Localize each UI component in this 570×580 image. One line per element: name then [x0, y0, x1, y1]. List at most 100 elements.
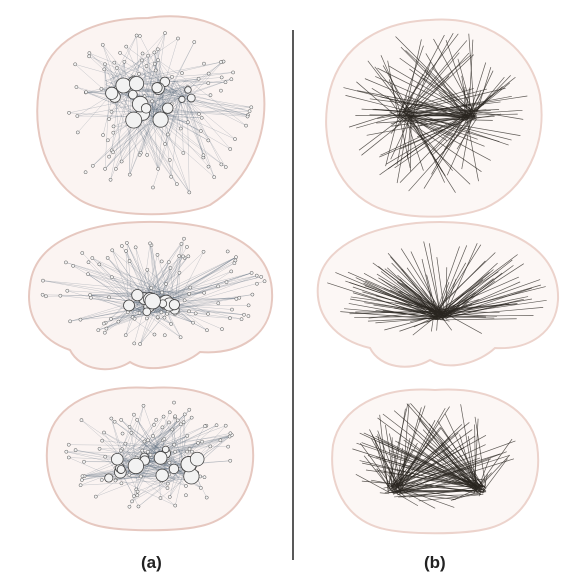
network-node — [113, 478, 118, 483]
network-edge — [402, 110, 491, 118]
network-node — [262, 279, 267, 284]
network-edge — [118, 310, 128, 322]
network-edge — [174, 90, 215, 178]
network-edge — [463, 76, 516, 118]
network-node — [155, 47, 160, 52]
network-edge — [434, 260, 486, 313]
network-node — [173, 503, 178, 508]
brain-outline — [316, 220, 560, 368]
network-node — [125, 241, 129, 245]
network-node — [127, 425, 132, 429]
network-edge — [461, 75, 469, 118]
network-edge — [137, 478, 177, 496]
network-node — [102, 330, 107, 335]
network-edge — [104, 80, 186, 170]
network-edge — [90, 294, 145, 312]
network-node — [110, 275, 114, 279]
network-edge — [105, 456, 115, 469]
network-edge — [136, 419, 174, 471]
network-edge — [119, 424, 181, 467]
network-node — [181, 420, 186, 425]
network-edge — [423, 112, 472, 189]
network-node — [136, 504, 141, 509]
network-edge — [465, 111, 479, 182]
network-edge — [442, 316, 495, 319]
network-edge — [129, 462, 170, 479]
network-node — [88, 293, 92, 297]
network-node — [108, 177, 113, 182]
network-node — [154, 417, 159, 422]
network-edge — [409, 101, 501, 114]
network-edge — [146, 420, 178, 452]
network-edge — [166, 425, 217, 470]
network-edge — [149, 243, 156, 304]
network-node — [158, 496, 163, 500]
network-edge — [85, 92, 143, 115]
network-edge — [137, 474, 177, 492]
network-edge — [81, 419, 142, 462]
network-edge — [171, 80, 231, 150]
network-edge — [395, 306, 435, 317]
network-edge — [115, 99, 166, 169]
network-edge — [104, 305, 141, 333]
network-edge — [121, 90, 185, 162]
network-edge — [92, 257, 159, 299]
network-node — [159, 310, 164, 315]
network-node — [120, 431, 125, 436]
network-edge — [390, 116, 412, 160]
network-node — [137, 311, 142, 315]
network-edge — [144, 115, 184, 154]
network-edge — [359, 432, 479, 489]
network-node — [127, 172, 132, 177]
network-edge — [87, 273, 145, 314]
network-edge — [469, 76, 505, 120]
network-edge — [151, 245, 162, 300]
network-edge — [182, 81, 226, 83]
network-node — [187, 291, 192, 296]
network-node — [225, 249, 230, 254]
network-edge — [174, 473, 183, 506]
network-edge — [169, 302, 242, 320]
network-edge — [172, 286, 219, 303]
network-edge — [116, 438, 165, 464]
network-node — [214, 423, 219, 428]
network-node — [124, 249, 128, 253]
network-node — [193, 311, 198, 316]
network-node — [87, 51, 92, 55]
network-node — [202, 290, 207, 295]
network-edge — [154, 417, 192, 451]
network-edge — [139, 88, 165, 156]
network-node — [223, 80, 228, 85]
hub-node — [104, 473, 114, 483]
network-edge — [124, 61, 163, 87]
network-edge — [136, 301, 140, 314]
network-node — [230, 307, 234, 312]
network-edge — [467, 436, 478, 491]
network-node — [191, 320, 195, 325]
network-node — [112, 60, 117, 65]
network-edge — [161, 89, 249, 116]
hub-node — [105, 86, 119, 100]
network-edge — [138, 300, 140, 313]
network-node — [99, 478, 104, 482]
network-edge — [408, 118, 474, 192]
network-edge — [401, 486, 445, 492]
network-node — [234, 297, 239, 301]
network-node — [150, 99, 154, 104]
network-node — [182, 412, 187, 417]
network-edge — [151, 85, 190, 102]
network-edge — [410, 112, 412, 172]
network-node — [86, 272, 90, 276]
network-node — [177, 270, 182, 275]
network-node — [66, 455, 71, 460]
network-edge — [383, 287, 445, 317]
network-node — [244, 123, 248, 128]
brain-outline — [325, 18, 543, 218]
network-node — [153, 68, 158, 73]
network-edge — [90, 290, 173, 296]
network-edge — [389, 429, 473, 490]
network-node — [165, 311, 169, 316]
network-edge — [162, 61, 222, 123]
network-edge — [422, 77, 470, 111]
network-node — [130, 499, 134, 504]
